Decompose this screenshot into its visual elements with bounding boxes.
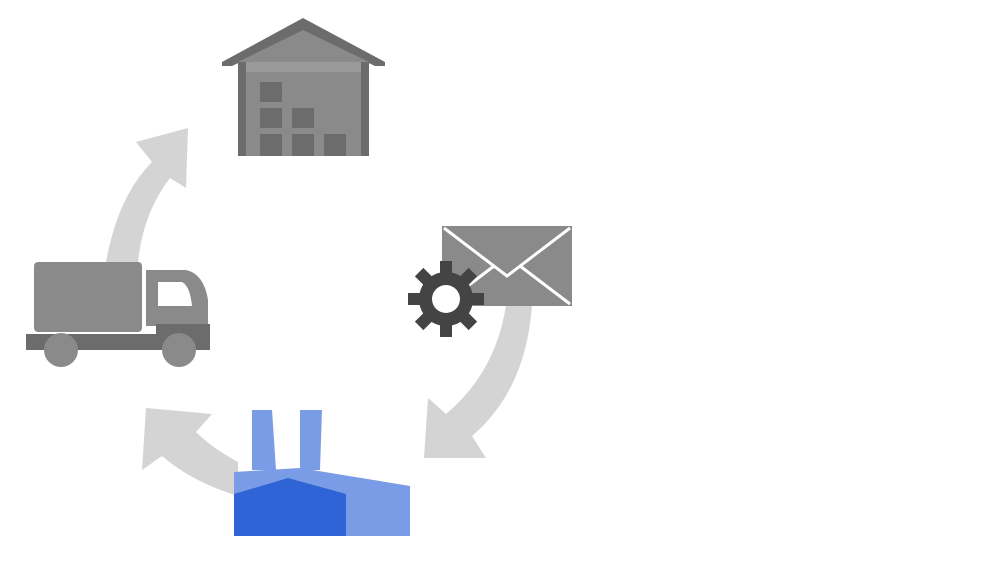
curved-arrow-icon	[142, 408, 238, 496]
warehouse-icon	[222, 18, 385, 156]
curved-arrow-icon	[424, 305, 532, 458]
factory-icon	[234, 410, 410, 536]
truck-icon	[26, 262, 210, 367]
gear-icon	[408, 261, 484, 337]
arrow-delivery-to-warehouse	[106, 128, 188, 262]
arrow-factory-to-delivery	[142, 408, 238, 496]
curved-arrow-icon	[106, 128, 188, 262]
arrow-order-to-factory	[424, 305, 532, 458]
